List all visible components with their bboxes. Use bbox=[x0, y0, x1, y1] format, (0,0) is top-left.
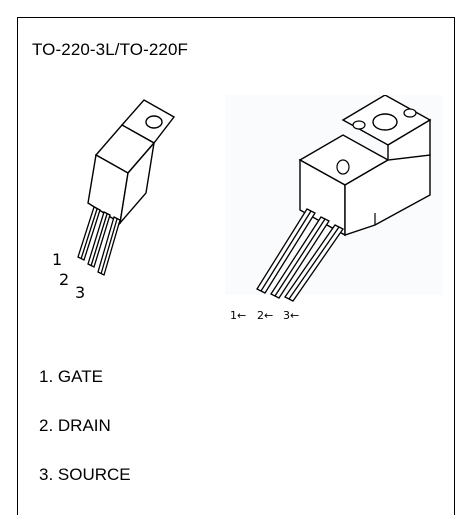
right-pin-3-label: 3← bbox=[283, 309, 299, 322]
mounting-hole bbox=[145, 115, 163, 129]
to220-3l-illustration: 1 2 3 bbox=[44, 95, 194, 310]
left-pin-2-label: 2 bbox=[59, 270, 69, 289]
to220f-drawing: 1← 2← 3← bbox=[225, 95, 443, 322]
document-frame bbox=[17, 17, 455, 515]
left-pin-3-label: 3 bbox=[75, 283, 85, 302]
small-hole-left bbox=[352, 120, 366, 130]
pin-item-drain: 2. DRAIN bbox=[39, 416, 111, 435]
right-pin-1-label: 1← bbox=[230, 309, 246, 322]
body-side bbox=[344, 154, 431, 236]
package-title: TO-220-3L/TO-220F bbox=[32, 40, 189, 59]
pin-item-gate: 1. GATE bbox=[39, 367, 103, 386]
to220f-illustration: 1← 2← 3← bbox=[225, 95, 445, 330]
body-side bbox=[118, 140, 156, 226]
ejector-mark bbox=[336, 159, 350, 175]
mounting-hole bbox=[372, 113, 398, 131]
left-pin-1-label: 1 bbox=[52, 250, 62, 269]
right-pin-2-label: 2← bbox=[257, 309, 273, 322]
pin-assignment-list: 1. GATE 2. DRAIN 3. SOURCE bbox=[39, 367, 131, 514]
to220-3l-drawing: 1 2 3 bbox=[52, 99, 176, 302]
leads bbox=[256, 208, 344, 302]
small-hole-right bbox=[403, 108, 417, 118]
leads bbox=[77, 206, 121, 276]
pin-item-source: 3. SOURCE bbox=[39, 465, 131, 484]
